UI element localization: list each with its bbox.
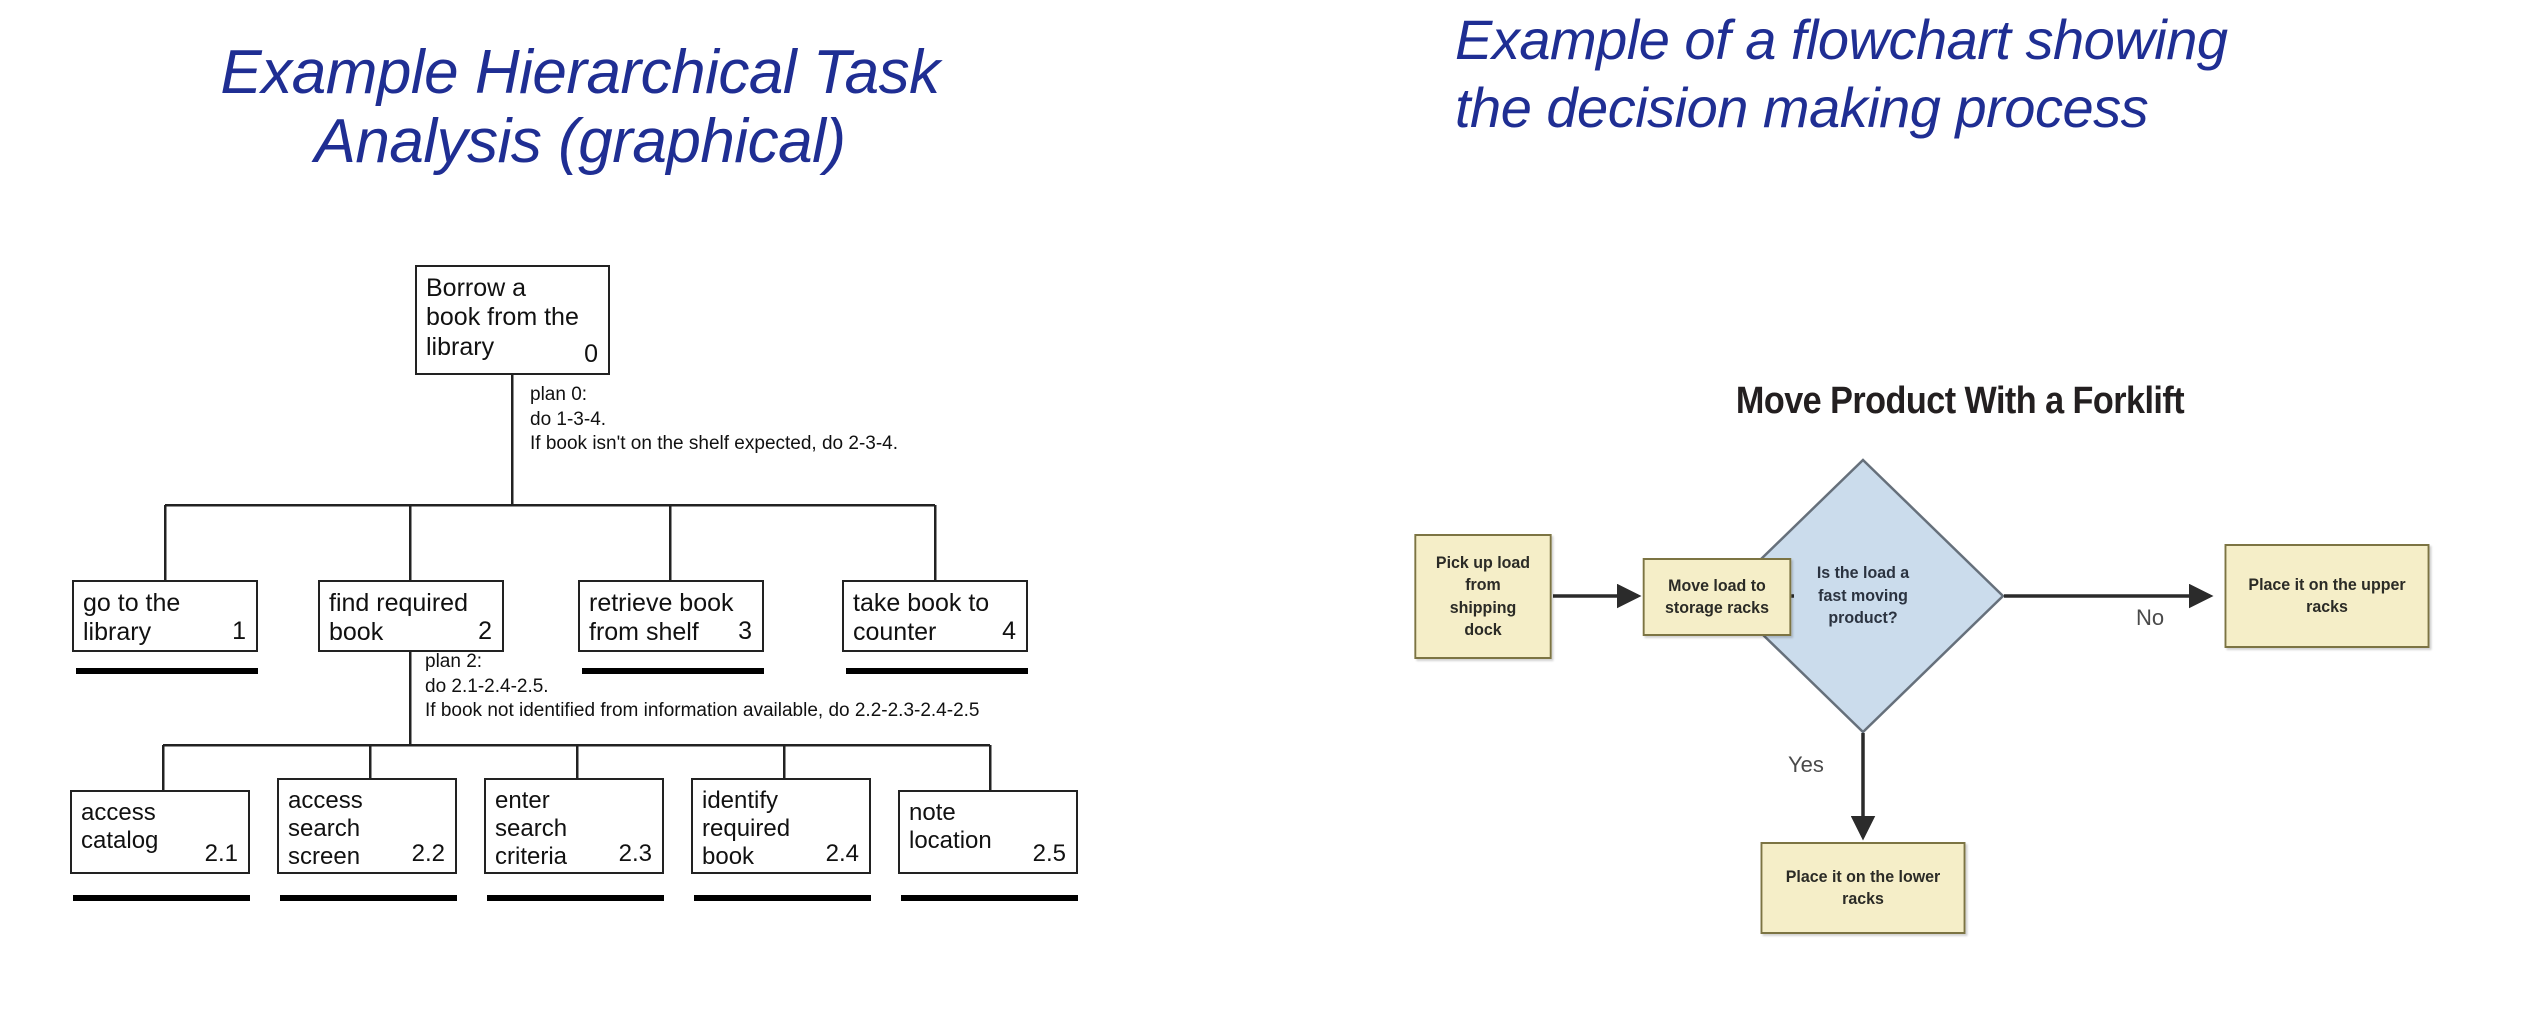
- hta-node-2-4-label: identify required book: [702, 787, 791, 871]
- hta-node-1-number: 1: [232, 616, 246, 645]
- hta-node-2-1-number: 2.1: [204, 839, 238, 867]
- flow-node-move-load[interactable]: Move load to storage racks: [1642, 558, 1792, 636]
- hta-plan-0: plan 0: do 1-3-4. If book isn't on the s…: [530, 384, 899, 455]
- hta-node-2-5-number: 2.5: [1032, 839, 1066, 867]
- hta-node-2-3[interactable]: enter search criteria 2.3: [484, 778, 664, 874]
- hta-node-3-number: 3: [738, 616, 752, 645]
- decision-diamond-shape: [1721, 458, 2005, 734]
- flow-edge-label-no: No: [2136, 605, 2165, 630]
- flow-edge-label-yes: Yes: [1788, 752, 1824, 777]
- hta-node-root[interactable]: Borrow a book from the library 0: [415, 265, 610, 375]
- hta-node-1[interactable]: go to the library 1: [72, 580, 258, 652]
- hta-node-2[interactable]: find required book 2: [318, 580, 504, 652]
- hta-node-2-1[interactable]: access catalog 2.1: [70, 790, 250, 874]
- hta-node-4-number: 4: [1002, 616, 1016, 645]
- hta-node-1-terminator: [76, 668, 258, 674]
- hta-node-2-4-terminator: [694, 895, 871, 901]
- hta-node-2-4-number: 2.4: [825, 839, 859, 867]
- hta-node-4-terminator: [846, 668, 1028, 674]
- flowchart-title: Example of a flowchart showing the decis…: [1455, 8, 2228, 140]
- flow-node-upper-racks[interactable]: Place it on the upper racks: [2224, 544, 2430, 648]
- hta-node-3-terminator: [582, 668, 764, 674]
- flow-node-move-load-label: Move load to storage racks: [1665, 575, 1769, 617]
- flow-node-upper-racks-label: Place it on the upper racks: [2248, 574, 2406, 616]
- flow-node-lower-racks[interactable]: Place it on the lower racks: [1760, 842, 1966, 934]
- hta-node-2-1-label: access catalog: [81, 799, 159, 855]
- hta-node-2-3-number: 2.3: [618, 839, 652, 867]
- hta-node-2-2-label: access search screen: [288, 787, 363, 871]
- hta-node-2-3-terminator: [487, 895, 664, 901]
- flow-node-pick-up-load-label: Pick up load from shipping dock: [1435, 552, 1531, 639]
- hta-node-2-number: 2: [478, 616, 492, 645]
- hta-node-2-5[interactable]: note location 2.5: [898, 790, 1078, 874]
- flowchart-heading: Move Product With a Forklift: [1735, 380, 2185, 422]
- flowchart-diagram: Move Product With a Forklift: [1390, 380, 2530, 960]
- hta-node-2-2-number: 2.2: [411, 839, 445, 867]
- flow-node-lower-racks-label: Place it on the lower racks: [1785, 866, 1941, 908]
- hta-node-1-label: go to the library: [83, 589, 181, 647]
- hta-node-root-number: 0: [584, 339, 598, 368]
- hta-node-2-2[interactable]: access search screen 2.2: [277, 778, 457, 874]
- flow-node-pick-up-load[interactable]: Pick up load from shipping dock: [1414, 534, 1552, 659]
- hta-diagram: Borrow a book from the library 0 plan 0:…: [0, 250, 1180, 950]
- hta-node-2-5-terminator: [901, 895, 1078, 901]
- hta-plan-2: plan 2: do 2.1-2.4-2.5. If book not iden…: [425, 651, 980, 722]
- hta-title: Example Hierarchical Task Analysis (grap…: [220, 38, 940, 177]
- hta-node-2-label: find required book: [329, 589, 468, 647]
- hta-node-2-2-terminator: [280, 895, 457, 901]
- hta-node-4[interactable]: take book to counter 4: [842, 580, 1028, 652]
- hta-node-4-label: take book to counter: [853, 589, 990, 647]
- hta-node-2-1-terminator: [73, 895, 250, 901]
- hta-node-2-3-label: enter search criteria: [495, 787, 568, 871]
- hta-node-3[interactable]: retrieve book from shelf 3: [578, 580, 764, 652]
- hta-node-root-label: Borrow a book from the library: [426, 274, 579, 361]
- hta-node-2-4[interactable]: identify required book 2.4: [691, 778, 871, 874]
- hta-node-3-label: retrieve book from shelf: [589, 589, 734, 647]
- hta-node-2-5-label: note location: [909, 799, 992, 855]
- hta-connectors: [161, 375, 992, 790]
